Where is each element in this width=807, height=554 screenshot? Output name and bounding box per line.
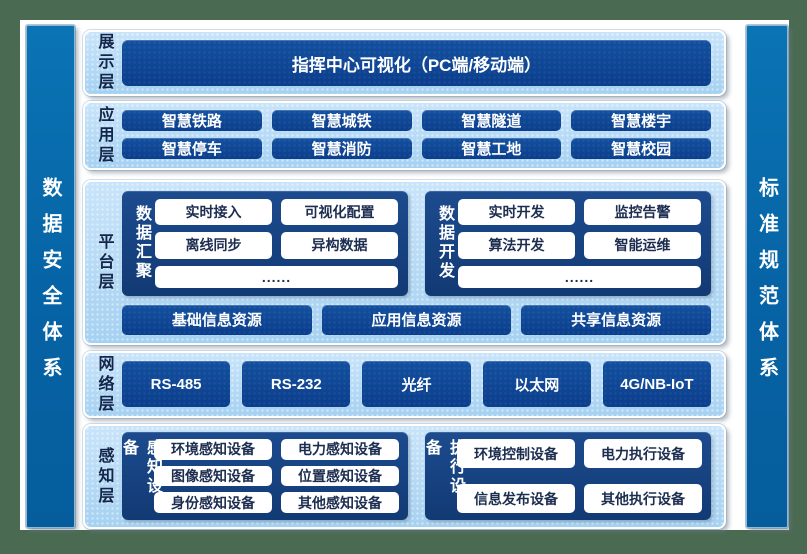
data-development-panel: 数据开发 实时开发 监控告警 算法开发 智能运维 ...... bbox=[425, 191, 711, 296]
data-development-grid: 实时开发 监控告警 算法开发 智能运维 ...... bbox=[458, 199, 701, 288]
net-box-fiber: 光纤 bbox=[362, 361, 471, 407]
data-security-sidebar: 数据安全体系 bbox=[25, 24, 76, 529]
item-location-sensing: 位置感知设备 bbox=[281, 465, 399, 487]
execution-devices-label-col: 执行设备 bbox=[423, 439, 464, 513]
resource-row: 基础信息资源 应用信息资源 共享信息资源 bbox=[122, 304, 711, 335]
item-realtime-dev: 实时开发 bbox=[458, 199, 575, 226]
data-aggregation-label: 数据汇聚 bbox=[133, 205, 150, 282]
platform-layer-label-col: 平台层 bbox=[85, 182, 122, 343]
data-development-label: 数据开发 bbox=[436, 205, 453, 282]
data-aggregation-grid: 实时接入 可视化配置 离线同步 异构数据 ...... bbox=[155, 199, 398, 288]
res-box-application-info: 应用信息资源 bbox=[321, 304, 512, 335]
app-box-smart-campus: 智慧校园 bbox=[571, 138, 711, 159]
data-security-label: 数据安全体系 bbox=[39, 176, 61, 393]
app-box-smart-parking: 智慧停车 bbox=[122, 138, 262, 159]
item-development-more: ...... bbox=[458, 265, 701, 288]
app-box-smart-tunnel: 智慧隧道 bbox=[421, 110, 562, 131]
perception-layer-label-col: 感知层 bbox=[85, 426, 122, 527]
sensing-devices-panel: 感知设备 环境感知设备 电力感知设备 图像感知设备 位置感知设备 身份感知设备 … bbox=[120, 432, 408, 520]
display-layer-label-col: 展示层 bbox=[85, 32, 122, 94]
item-identity-sensing: 身份感知设备 bbox=[154, 492, 272, 513]
perception-layer-label: 感知层 bbox=[95, 446, 113, 507]
item-aggregation-more: ...... bbox=[155, 265, 398, 288]
sensing-devices-grid: 环境感知设备 电力感知设备 图像感知设备 位置感知设备 身份感知设备 其他感知设… bbox=[154, 439, 399, 513]
network-layer: 网络层 RS-485 RS-232 光纤 以太网 4G/NB-IoT bbox=[83, 351, 726, 418]
item-algorithm-dev: 算法开发 bbox=[458, 232, 575, 259]
execution-devices-panel: 执行设备 环境控制设备 电力执行设备 信息发布设备 其他执行设备 bbox=[423, 432, 711, 520]
application-grid: 智慧铁路 智慧城铁 智慧隧道 智慧楼宇 智慧停车 智慧消防 智慧工地 智慧校园 bbox=[122, 110, 711, 159]
display-layer-label: 展示层 bbox=[95, 33, 113, 93]
item-visual-config: 可视化配置 bbox=[281, 199, 398, 226]
application-layer-label-col: 应用层 bbox=[85, 103, 122, 168]
item-realtime-access: 实时接入 bbox=[155, 199, 272, 226]
app-box-smart-metro: 智慧城铁 bbox=[271, 110, 412, 131]
sensing-devices-label-col: 感知设备 bbox=[120, 439, 161, 513]
data-aggregation-panel: 数据汇聚 实时接入 可视化配置 离线同步 异构数据 ...... bbox=[122, 191, 408, 296]
item-power-execution: 电力执行设备 bbox=[584, 439, 702, 468]
display-layer-content: 指挥中心可视化（PC端/移动端） bbox=[122, 32, 724, 94]
app-box-smart-building: 智慧楼宇 bbox=[571, 110, 711, 131]
item-other-sensing: 其他感知设备 bbox=[281, 492, 399, 513]
res-box-basic-info: 基础信息资源 bbox=[122, 304, 312, 335]
app-box-smart-site: 智慧工地 bbox=[421, 138, 562, 159]
item-offline-sync: 离线同步 bbox=[155, 232, 272, 259]
platform-panels: 数据汇聚 实时接入 可视化配置 离线同步 异构数据 ...... 数据开发 实时… bbox=[122, 191, 711, 296]
standards-label: 标准规范体系 bbox=[755, 176, 778, 393]
platform-content: 数据汇聚 实时接入 可视化配置 离线同步 异构数据 ...... 数据开发 实时… bbox=[122, 191, 711, 335]
standards-sidebar: 标准规范体系 bbox=[745, 24, 789, 529]
item-other-execution: 其他执行设备 bbox=[584, 484, 702, 513]
item-monitor-alert: 监控告警 bbox=[584, 199, 701, 226]
app-box-smart-railway: 智慧铁路 bbox=[122, 110, 262, 131]
application-layer-label: 应用层 bbox=[95, 105, 113, 166]
perception-content: 感知设备 环境感知设备 电力感知设备 图像感知设备 位置感知设备 身份感知设备 … bbox=[120, 432, 711, 520]
network-layer-label: 网络层 bbox=[95, 354, 113, 415]
network-grid: RS-485 RS-232 光纤 以太网 4G/NB-IoT bbox=[122, 361, 711, 407]
item-env-sensing: 环境感知设备 bbox=[154, 439, 272, 460]
item-image-sensing: 图像感知设备 bbox=[154, 465, 272, 487]
execution-devices-grid: 环境控制设备 电力执行设备 信息发布设备 其他执行设备 bbox=[457, 439, 702, 513]
res-box-shared-info: 共享信息资源 bbox=[521, 304, 711, 335]
display-layer: 展示层 指挥中心可视化（PC端/移动端） bbox=[83, 30, 726, 96]
app-box-smart-fire: 智慧消防 bbox=[271, 138, 412, 159]
item-env-control: 环境控制设备 bbox=[457, 439, 575, 468]
platform-layer-label: 平台层 bbox=[95, 232, 113, 293]
command-center-box: 指挥中心可视化（PC端/移动端） bbox=[122, 40, 711, 86]
platform-layer: 平台层 数据汇聚 实时接入 可视化配置 离线同步 异构数据 ...... 数据开… bbox=[83, 180, 726, 345]
item-info-publishing: 信息发布设备 bbox=[457, 484, 575, 513]
net-box-rs485: RS-485 bbox=[122, 361, 231, 407]
network-layer-label-col: 网络层 bbox=[85, 353, 122, 416]
net-box-4g-nbiot: 4G/NB-IoT bbox=[602, 361, 711, 407]
perception-layer: 感知层 感知设备 环境感知设备 电力感知设备 图像感知设备 位置感知设备 身份感… bbox=[83, 424, 726, 529]
item-heterogeneous-data: 异构数据 bbox=[281, 232, 398, 259]
net-box-ethernet: 以太网 bbox=[482, 361, 591, 407]
data-development-label-col: 数据开发 bbox=[430, 199, 458, 288]
item-smart-ops: 智能运维 bbox=[584, 232, 701, 259]
item-power-sensing: 电力感知设备 bbox=[281, 439, 399, 460]
application-layer: 应用层 智慧铁路 智慧城铁 智慧隧道 智慧楼宇 智慧停车 智慧消防 智慧工地 智… bbox=[83, 101, 726, 170]
net-box-rs232: RS-232 bbox=[242, 361, 351, 407]
data-aggregation-label-col: 数据汇聚 bbox=[127, 199, 155, 288]
